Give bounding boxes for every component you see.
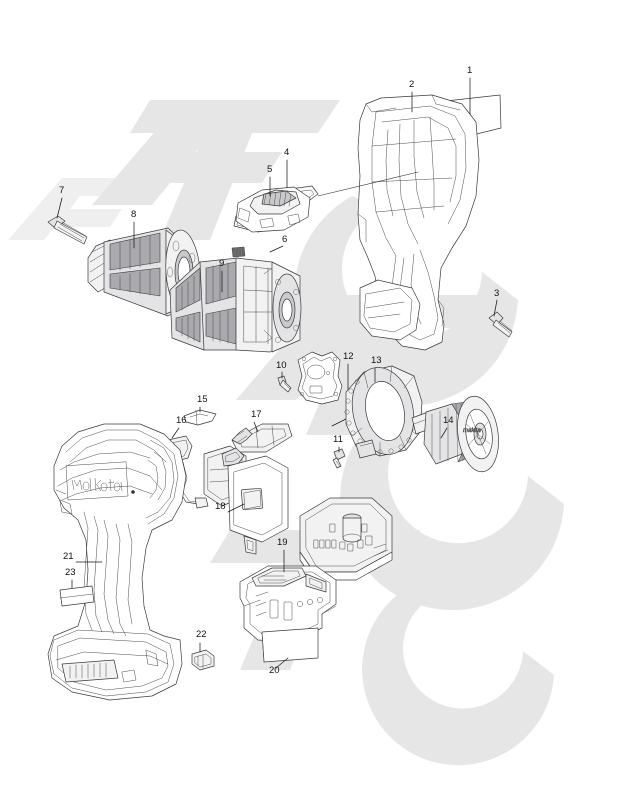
callout-18: 18 bbox=[215, 501, 226, 512]
leader-line-6 bbox=[269, 245, 284, 253]
part-2-motor-housing-set bbox=[357, 94, 480, 351]
callout-7: 7 bbox=[59, 185, 65, 196]
callout-10: 10 bbox=[276, 360, 287, 371]
part-23-rating-plate bbox=[59, 585, 95, 607]
part-5-change-lever-assembly bbox=[235, 186, 311, 233]
callout-15: 15 bbox=[197, 394, 208, 405]
leader-line-18 bbox=[227, 503, 245, 513]
callout-4: 4 bbox=[284, 147, 290, 158]
callout-8: 8 bbox=[131, 209, 137, 220]
watermark-letter-c3 bbox=[362, 585, 554, 766]
leader-line-7 bbox=[56, 197, 63, 219]
callout-20: 20 bbox=[269, 665, 280, 676]
part-20-caution-label bbox=[261, 627, 319, 663]
callout-9: 9 bbox=[219, 258, 225, 269]
part-22-rubber-cushion bbox=[191, 649, 215, 671]
leader-line-14 bbox=[440, 427, 448, 439]
leader-line-20 bbox=[275, 657, 289, 669]
callout-21: 21 bbox=[63, 551, 74, 562]
part-14-armature-rotor-fan: makita bbox=[411, 395, 499, 473]
callout-2: 2 bbox=[409, 79, 415, 90]
callout-3: 3 bbox=[494, 288, 500, 299]
part-10-machine-screw bbox=[277, 375, 292, 393]
leader-line-3 bbox=[493, 299, 498, 317]
callout-14: 14 bbox=[443, 415, 454, 426]
part-13-motor-stator bbox=[344, 365, 423, 459]
part-9-gear-assembly-clutch bbox=[169, 257, 302, 353]
leader-line-17 bbox=[253, 421, 259, 433]
leader-line-4b bbox=[317, 171, 419, 197]
part-3-tapping-screw bbox=[488, 311, 513, 338]
callout-6: 6 bbox=[282, 234, 288, 245]
callout-5: 5 bbox=[267, 164, 273, 175]
part-11-terminal-screw bbox=[332, 448, 346, 469]
part-18-switch-trigger bbox=[203, 445, 289, 555]
callout-16: 16 bbox=[176, 415, 187, 426]
leader-line-16 bbox=[171, 427, 180, 439]
part-17-reversing-lever bbox=[231, 423, 293, 453]
callout-12: 12 bbox=[343, 351, 354, 362]
part-12-gearbox-gasket-plate bbox=[297, 351, 343, 405]
part-7-chuck-retaining-screw bbox=[47, 215, 88, 245]
callout-19: 19 bbox=[277, 537, 288, 548]
watermark-letter-t bbox=[130, 100, 340, 240]
callout-11: 11 bbox=[333, 434, 343, 445]
callout-22: 22 bbox=[196, 629, 207, 640]
callout-13: 13 bbox=[371, 355, 382, 366]
callout-23: 23 bbox=[65, 567, 76, 578]
part-6-compression-spring-pin bbox=[231, 246, 246, 258]
svg-text:makita: makita bbox=[463, 428, 481, 434]
callout-17: 17 bbox=[251, 409, 262, 420]
watermark-letter-e3 bbox=[8, 178, 150, 240]
callout-1: 1 bbox=[467, 65, 473, 76]
part-21-handle-housing-set bbox=[47, 423, 187, 701]
part-19-controller-terminal-block bbox=[239, 565, 337, 643]
